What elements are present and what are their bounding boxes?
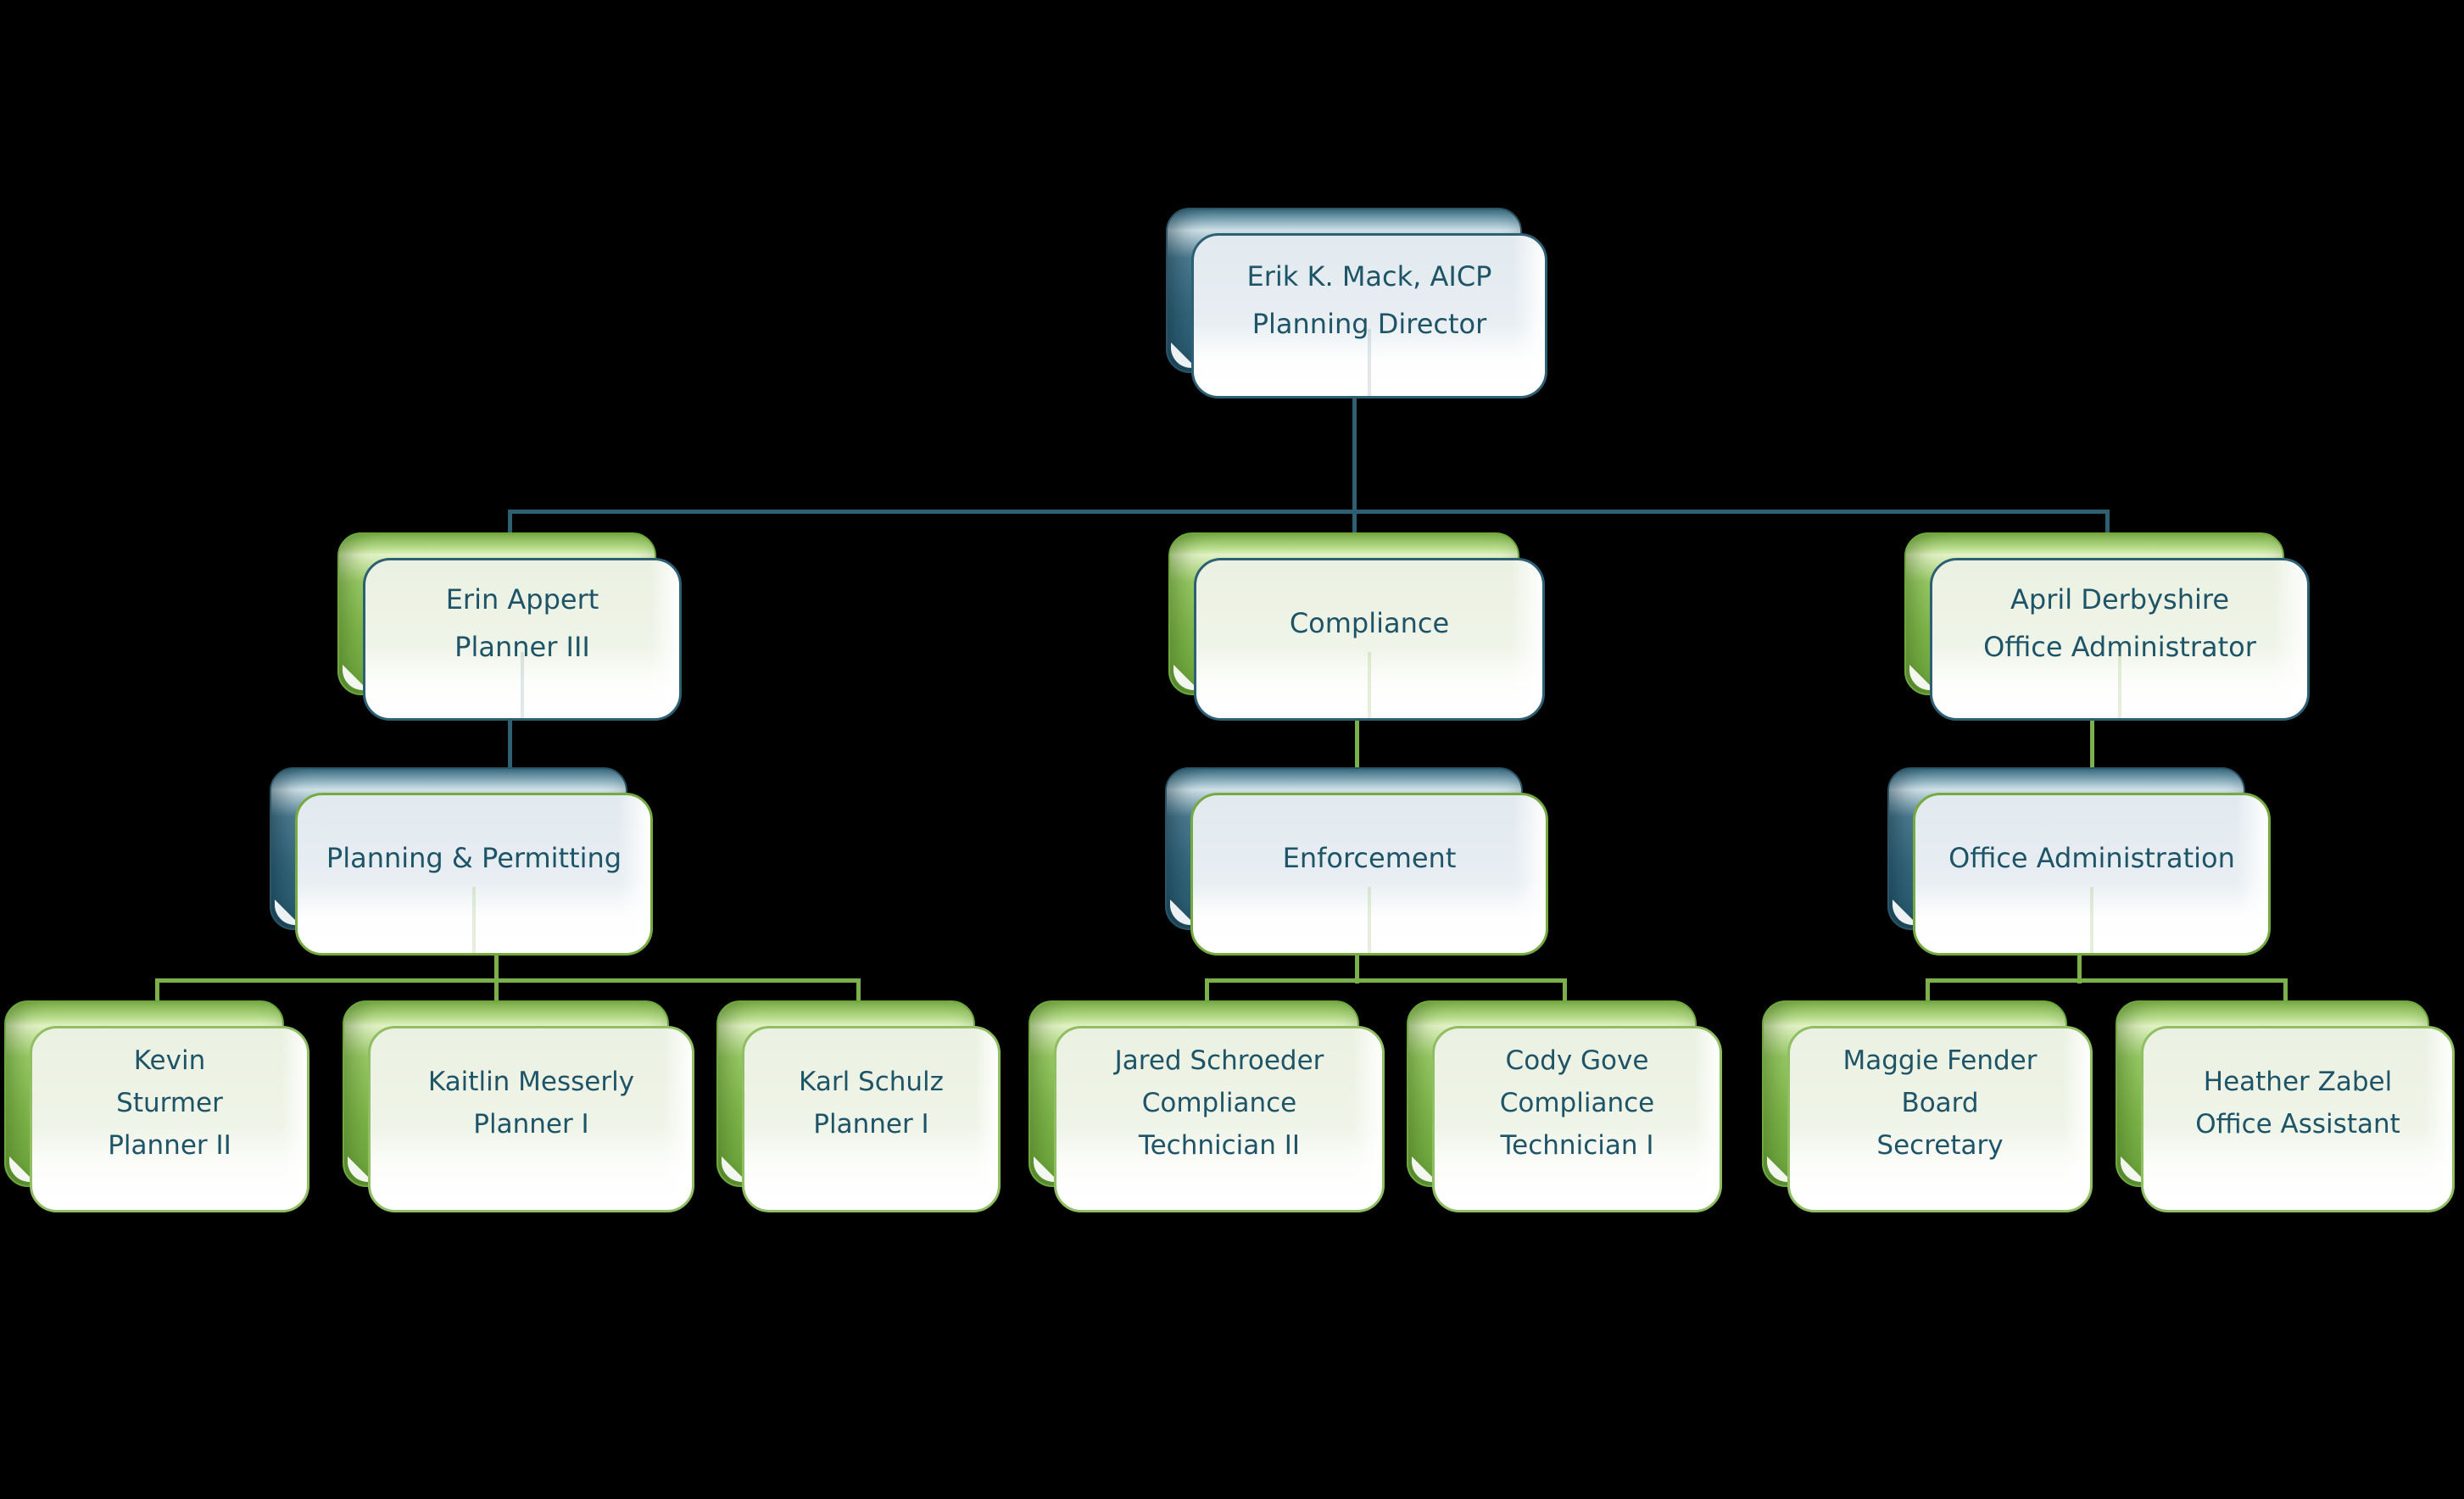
connector-planning-horizontal <box>157 978 861 983</box>
org-node-april-derbyshire: April Derbyshire Office Administrator <box>1904 532 2310 721</box>
connector-drop-kevin <box>155 978 159 1017</box>
node-front-panel: Erik K. Mack, AICP Planning Director <box>1191 233 1547 398</box>
connector-drop-heather <box>2283 978 2288 1017</box>
node-text-line: Erik K. Mack, AICP <box>1246 259 1492 293</box>
node-text-line: Kaitlin Messerly <box>427 1067 635 1097</box>
org-node-jared-schroeder: Jared Schroeder Compliance Technician II <box>1029 1000 1385 1212</box>
connector-enforcement-stem <box>1355 950 1359 984</box>
node-front-panel: Maggie Fender Board Secretary <box>1787 1026 2093 1212</box>
node-text-line: Secretary <box>1876 1130 2004 1161</box>
node-text-line: Kevin <box>133 1045 206 1076</box>
node-text-line: April Derbyshire <box>2010 583 2230 616</box>
node-text-line: Planner II <box>108 1130 231 1161</box>
node-text-line: Office Administration <box>1948 842 2235 874</box>
node-front-panel: Karl Schulz Planner I <box>742 1026 1001 1212</box>
connector-compliance-to-enforcement <box>1355 716 1359 801</box>
connector-office-admin-stem <box>2077 950 2082 984</box>
node-text-line: Enforcement <box>1282 842 1457 874</box>
org-node-compliance: Compliance <box>1168 532 1545 721</box>
org-node-cody-gove: Cody Gove Compliance Technician I <box>1407 1000 1722 1212</box>
connector-office-admin-horizontal <box>1927 978 2287 983</box>
org-node-maggie-fender: Maggie Fender Board Secretary <box>1762 1000 2093 1212</box>
node-text-line: Maggie Fender <box>1842 1045 2038 1076</box>
org-node-karl-schulz: Karl Schulz Planner I <box>716 1000 1001 1212</box>
node-text-line: Planner III <box>454 631 590 663</box>
node-front-panel: Office Administration <box>1913 793 2271 956</box>
node-text-line: Planner I <box>473 1109 589 1140</box>
node-text-line: Planning & Permitting <box>326 842 622 874</box>
connector-planning-stem <box>494 950 499 1017</box>
node-text-line: Planner I <box>813 1109 929 1140</box>
connector-enforcement-horizontal <box>1207 978 1566 983</box>
node-front-panel: Jared Schroeder Compliance Technician II <box>1054 1026 1385 1212</box>
org-node-office-administration: Office Administration <box>1887 767 2271 956</box>
node-text-line: Compliance <box>1141 1088 1297 1118</box>
node-text-line: Sturmer <box>116 1088 223 1118</box>
connector-erin-to-planning <box>508 716 512 801</box>
node-text-line: Erin Appert <box>445 583 599 616</box>
node-text-line: Karl Schulz <box>799 1067 944 1097</box>
node-front-panel: Compliance <box>1194 558 1545 721</box>
org-node-heather-zabel: Heather Zabel Office Assistant <box>2116 1000 2455 1212</box>
node-text-line: Board <box>1901 1088 1979 1118</box>
node-text-line: Office Administrator <box>1983 631 2256 663</box>
connector-drop-april <box>2105 510 2110 554</box>
node-text-line: Jared Schroeder <box>1114 1045 1324 1076</box>
connector-drop-maggie <box>1926 978 1930 1017</box>
node-text-line: Cody Gove <box>1505 1045 1649 1076</box>
node-text-line: Heather Zabel <box>2203 1067 2393 1097</box>
node-front-panel: Enforcement <box>1190 793 1548 956</box>
node-front-panel: Cody Gove Compliance Technician I <box>1432 1026 1722 1212</box>
node-text-line: Compliance <box>1289 607 1450 639</box>
node-front-panel: Erin Appert Planner III <box>363 558 682 721</box>
node-front-panel: Heather Zabel Office Assistant <box>2141 1026 2455 1212</box>
org-node-erik-mack: Erik K. Mack, AICP Planning Director <box>1166 208 1547 398</box>
connector-drop-jared <box>1205 978 1209 1017</box>
node-text-line: Technician I <box>1500 1130 1654 1161</box>
node-front-panel: April Derbyshire Office Administrator <box>1930 558 2310 721</box>
node-text-line: Technician II <box>1138 1130 1301 1161</box>
node-front-panel: Planning & Permitting <box>295 793 653 956</box>
connector-row2-horizontal <box>508 510 2110 514</box>
connector-drop-erin <box>508 510 512 554</box>
connector-drop-karl <box>856 978 861 1017</box>
org-node-kaitlin-messerly: Kaitlin Messerly Planner I <box>343 1000 694 1212</box>
org-node-erin-appert: Erin Appert Planner III <box>337 532 682 721</box>
connector-erik-to-row2 <box>1352 386 1357 551</box>
node-text-line: Planning Director <box>1252 307 1487 340</box>
org-node-enforcement: Enforcement <box>1165 767 1548 956</box>
connector-drop-cody <box>1563 978 1567 1017</box>
node-text-line: Compliance <box>1499 1088 1655 1118</box>
node-front-panel: Kaitlin Messerly Planner I <box>368 1026 694 1212</box>
node-text-line: Office Assistant <box>2195 1109 2400 1140</box>
org-node-planning-permitting: Planning & Permitting <box>270 767 653 956</box>
org-node-kevin-sturmer: Kevin Sturmer Planner II <box>4 1000 309 1212</box>
node-front-panel: Kevin Sturmer Planner II <box>30 1026 309 1212</box>
connector-april-to-office-admin <box>2090 716 2094 801</box>
